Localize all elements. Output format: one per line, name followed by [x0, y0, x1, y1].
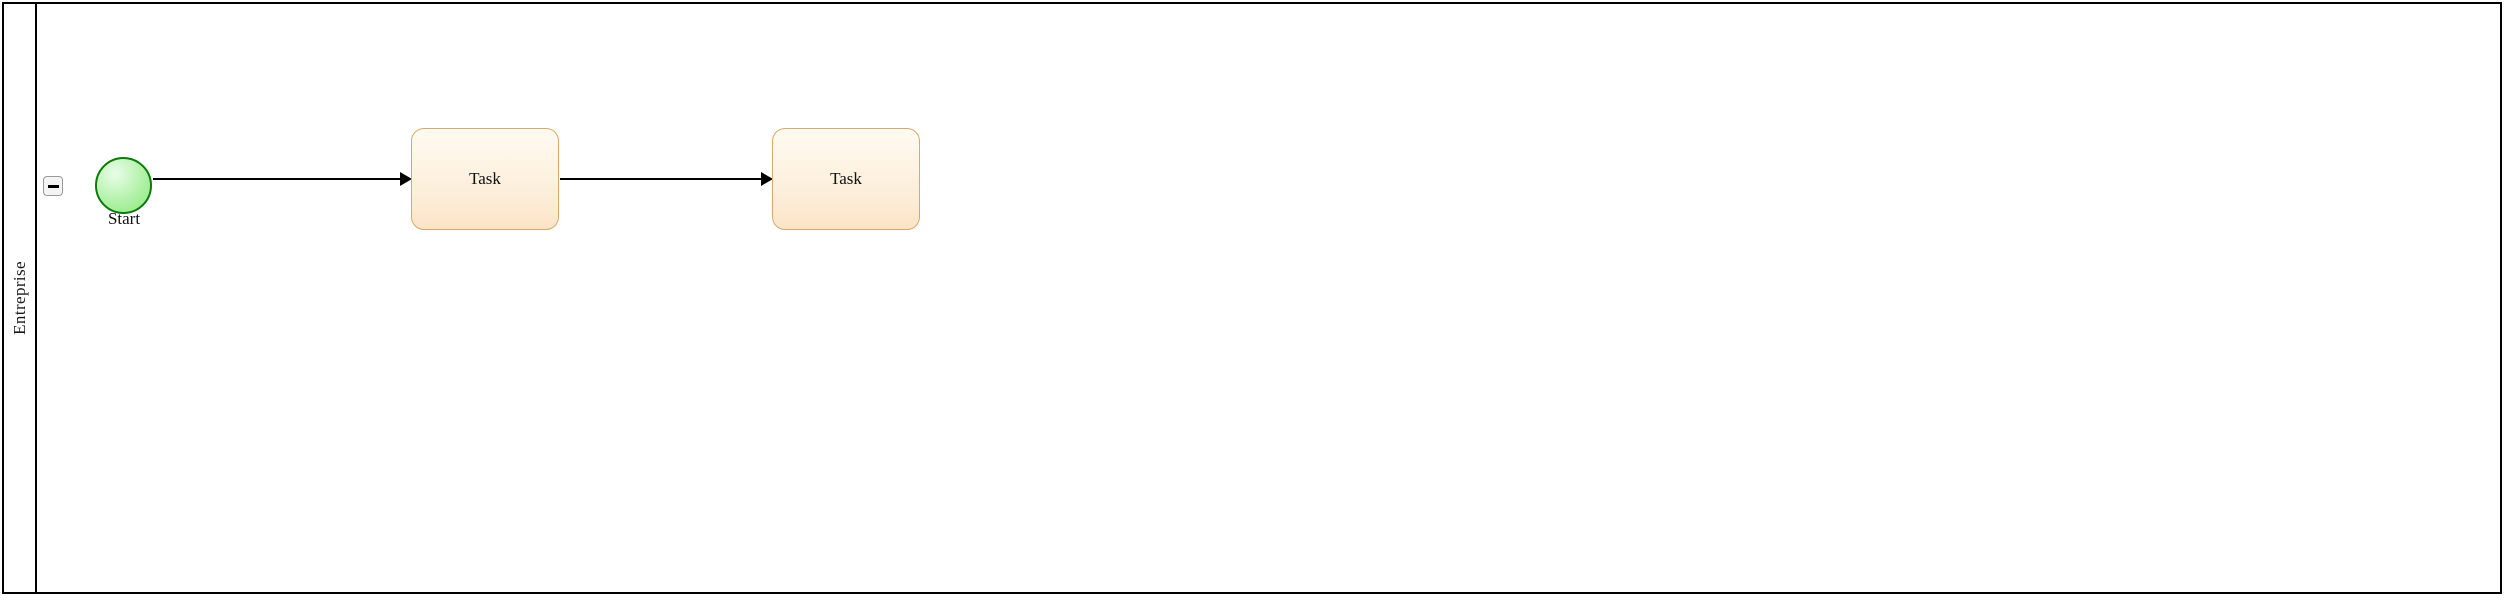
start-event-label: Start — [107, 209, 141, 228]
sequence-flow-task1-to-task2[interactable] — [560, 178, 764, 180]
lane-header[interactable]: Entreprise — [4, 4, 37, 592]
sequence-flow-start-to-task1[interactable] — [153, 178, 403, 180]
start-event-node[interactable] — [95, 157, 152, 214]
arrowhead-icon — [761, 172, 773, 186]
lane-label: Entreprise — [10, 261, 29, 335]
arrowhead-icon — [400, 172, 412, 186]
task-label: Task — [469, 169, 501, 188]
lane-collapse-button[interactable] — [43, 176, 63, 196]
task-node-1[interactable]: Task — [411, 128, 559, 230]
task-label: Task — [830, 169, 862, 188]
task-node-2[interactable]: Task — [772, 128, 920, 230]
minus-icon — [47, 184, 59, 188]
lane-body — [37, 4, 2500, 592]
